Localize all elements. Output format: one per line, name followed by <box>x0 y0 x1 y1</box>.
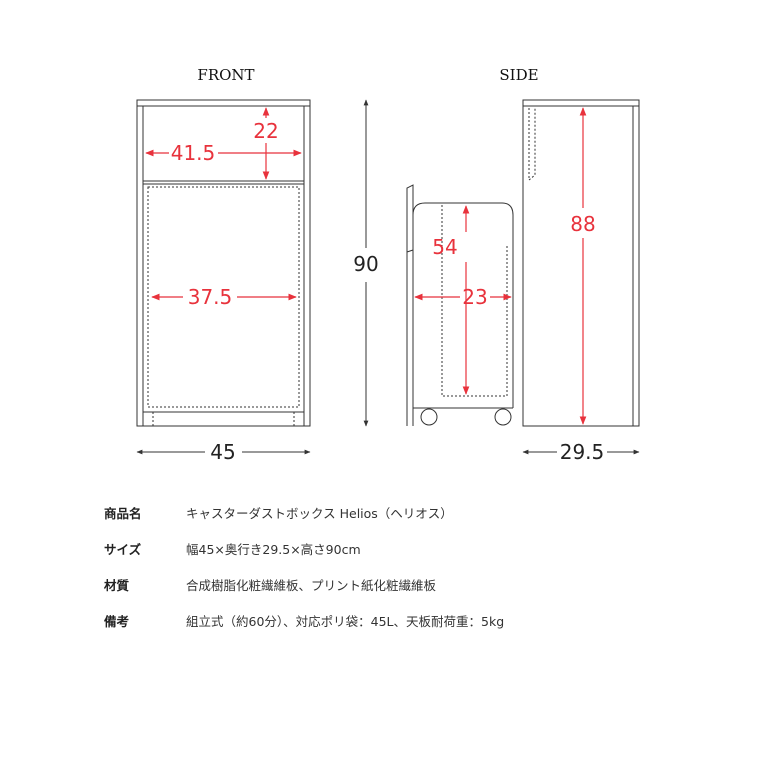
spec-value: 幅45×奥行き29.5×高さ90cm <box>186 542 361 557</box>
bin-handle-flap <box>406 184 414 426</box>
spec-value: キャスターダストボックス Helios（ヘリオス） <box>186 506 453 521</box>
spec-row-notes: 備考 組立式（約60分）、対応ポリ袋：45L、天板耐荷重：5kg <box>104 611 664 647</box>
dimension-diagram: FRONT SIDE 41.5 22 37.5 45 90 <box>136 66 640 464</box>
spec-row-size: サイズ 幅45×奥行き29.5×高さ90cm <box>104 539 664 575</box>
spec-value: 組立式（約60分）、対応ポリ袋：45L、天板耐荷重：5kg <box>186 614 505 629</box>
spec-table: 商品名 キャスターダストボックス Helios（ヘリオス） サイズ 幅45×奥行… <box>104 503 664 647</box>
side-handle-dotted <box>528 108 536 182</box>
front-view <box>136 99 311 427</box>
front-door-dotted <box>147 186 300 408</box>
total-height-label: 90 <box>353 252 378 276</box>
side-height-label: 88 <box>570 212 595 236</box>
side-view-title: SIDE <box>499 66 538 84</box>
bin-caster-front <box>420 408 438 426</box>
spec-label: サイズ <box>104 542 142 557</box>
front-inner-width-label: 41.5 <box>171 141 216 165</box>
bin-depth-label: 23 <box>462 285 487 309</box>
spec-label: 商品名 <box>104 506 142 521</box>
spec-label: 備考 <box>104 614 130 629</box>
side-view <box>522 99 640 427</box>
spec-label: 材質 <box>104 578 130 593</box>
bin-view <box>406 184 514 426</box>
front-door-width-label: 37.5 <box>188 285 233 309</box>
spec-row-material: 材質 合成樹脂化粧繊維板、プリント紙化粧繊維板 <box>104 575 664 611</box>
bin-height-label: 54 <box>432 235 457 259</box>
bin-body-outline <box>412 202 514 426</box>
spec-value: 合成樹脂化粧繊維板、プリント紙化粧繊維板 <box>186 578 437 593</box>
side-cabinet-outline <box>522 99 640 427</box>
side-depth-label: 29.5 <box>560 440 605 464</box>
front-top-height-label: 22 <box>253 119 278 143</box>
bin-caster-rear <box>494 408 512 426</box>
front-total-width-label: 45 <box>210 440 235 464</box>
front-cabinet-outline <box>136 99 311 427</box>
front-view-title: FRONT <box>197 66 254 84</box>
spec-row-product-name: 商品名 キャスターダストボックス Helios（ヘリオス） <box>104 503 664 539</box>
